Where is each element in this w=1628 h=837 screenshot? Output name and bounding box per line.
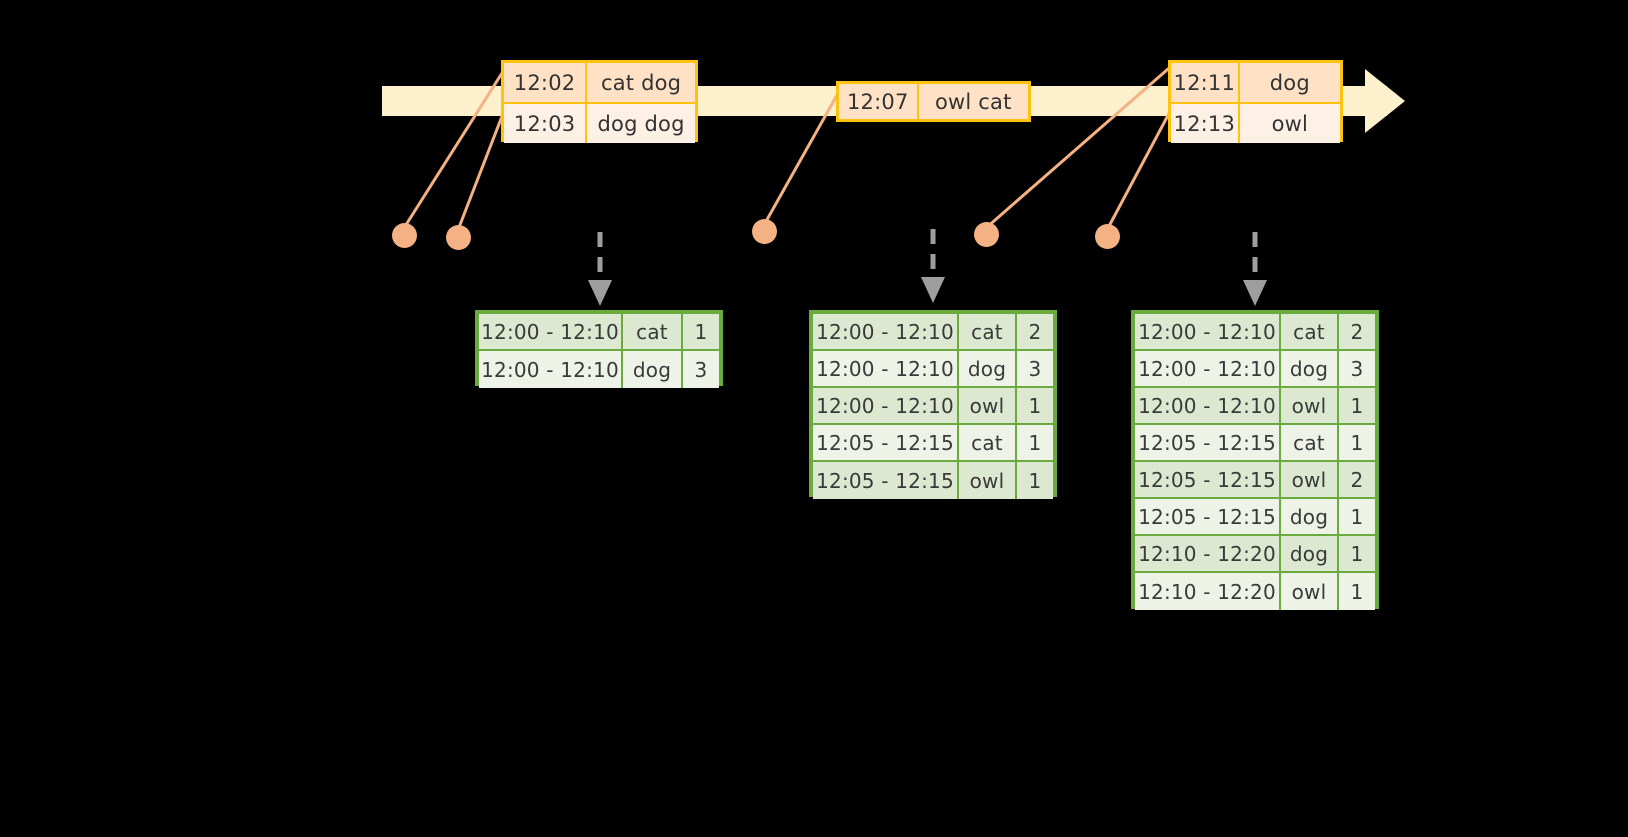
cell-window: 12:00 - 12:10 bbox=[1135, 351, 1281, 388]
cell-count: 1 bbox=[1017, 388, 1053, 425]
event-time: 12:02 bbox=[504, 63, 588, 102]
cell-count: 1 bbox=[1339, 425, 1375, 462]
event-words: dog dog bbox=[587, 104, 695, 143]
event-words: owl cat bbox=[918, 84, 1028, 119]
cell-word: owl bbox=[1281, 573, 1339, 610]
event-words: cat dog bbox=[587, 63, 695, 102]
cell-window: 12:05 - 12:15 bbox=[1135, 499, 1281, 536]
connector-line-5 bbox=[1105, 103, 1176, 231]
event-dot-3 bbox=[752, 219, 777, 244]
cell-count: 1 bbox=[683, 314, 719, 351]
cell-count: 3 bbox=[1017, 351, 1053, 388]
down-arrow-1 bbox=[586, 232, 616, 310]
timeline-arrow-head bbox=[1365, 69, 1405, 133]
cell-word: cat bbox=[959, 425, 1017, 462]
cell-window: 12:10 - 12:20 bbox=[1135, 573, 1281, 610]
cell-window: 12:05 - 12:15 bbox=[1135, 425, 1281, 462]
cell-count: 1 bbox=[1339, 388, 1375, 425]
event-time: 12:03 bbox=[504, 104, 588, 143]
connector-line-2 bbox=[456, 105, 508, 231]
cell-count: 2 bbox=[1017, 314, 1053, 351]
cell-window: 12:00 - 12:10 bbox=[479, 314, 623, 351]
cell-window: 12:00 - 12:10 bbox=[1135, 314, 1281, 351]
event-dot-5 bbox=[1095, 224, 1120, 249]
cell-count: 2 bbox=[1339, 314, 1375, 351]
cell-window: 12:00 - 12:10 bbox=[813, 388, 959, 425]
event-dot-2 bbox=[446, 225, 471, 250]
cell-word: owl bbox=[959, 462, 1017, 499]
cell-window: 12:05 - 12:15 bbox=[1135, 462, 1281, 499]
cell-word: cat bbox=[1281, 314, 1339, 351]
cell-word: dog bbox=[1281, 351, 1339, 388]
cell-word: dog bbox=[1281, 536, 1339, 573]
event-box-3: 12:11 dog 12:13 owl bbox=[1168, 60, 1343, 143]
cell-word: cat bbox=[959, 314, 1017, 351]
event-time: 12:11 bbox=[1171, 63, 1240, 102]
cell-window: 12:00 - 12:10 bbox=[479, 351, 623, 388]
cell-word: dog bbox=[623, 351, 683, 388]
cell-count: 1 bbox=[1017, 425, 1053, 462]
event-row: 12:07 owl cat bbox=[839, 84, 1028, 119]
cell-count: 1 bbox=[1017, 462, 1053, 499]
event-row: 12:03 dog dog bbox=[504, 102, 695, 143]
event-words: owl bbox=[1239, 104, 1340, 143]
event-dot-4 bbox=[974, 222, 999, 247]
cell-count: 3 bbox=[683, 351, 719, 388]
cell-word: dog bbox=[959, 351, 1017, 388]
event-time: 12:07 bbox=[839, 84, 919, 119]
cell-window: 12:05 - 12:15 bbox=[813, 462, 959, 499]
cell-word: cat bbox=[623, 314, 683, 351]
event-time: 12:13 bbox=[1171, 104, 1240, 143]
cell-count: 3 bbox=[1339, 351, 1375, 388]
event-box-1: 12:02 cat dog 12:03 dog dog bbox=[501, 60, 698, 143]
cell-window: 12:00 - 12:10 bbox=[813, 314, 959, 351]
event-words: dog bbox=[1239, 63, 1340, 102]
cell-word: dog bbox=[1281, 499, 1339, 536]
event-row: 12:11 dog bbox=[1171, 63, 1340, 102]
down-arrow-2 bbox=[919, 229, 949, 307]
cell-word: owl bbox=[959, 388, 1017, 425]
cell-word: owl bbox=[1281, 388, 1339, 425]
cell-count: 1 bbox=[1339, 536, 1375, 573]
event-dot-1 bbox=[392, 223, 417, 248]
event-row: 12:02 cat dog bbox=[504, 63, 695, 102]
cell-word: cat bbox=[1281, 425, 1339, 462]
cell-count: 2 bbox=[1339, 462, 1375, 499]
cell-count: 1 bbox=[1339, 573, 1375, 610]
cell-window: 12:10 - 12:20 bbox=[1135, 536, 1281, 573]
cell-window: 12:05 - 12:15 bbox=[813, 425, 959, 462]
event-box-2: 12:07 owl cat bbox=[836, 81, 1031, 122]
event-row: 12:13 owl bbox=[1171, 102, 1340, 143]
cell-window: 12:00 - 12:10 bbox=[1135, 388, 1281, 425]
down-arrow-3 bbox=[1241, 232, 1271, 310]
cell-count: 1 bbox=[1339, 499, 1375, 536]
cell-word: owl bbox=[1281, 462, 1339, 499]
cell-window: 12:00 - 12:10 bbox=[813, 351, 959, 388]
